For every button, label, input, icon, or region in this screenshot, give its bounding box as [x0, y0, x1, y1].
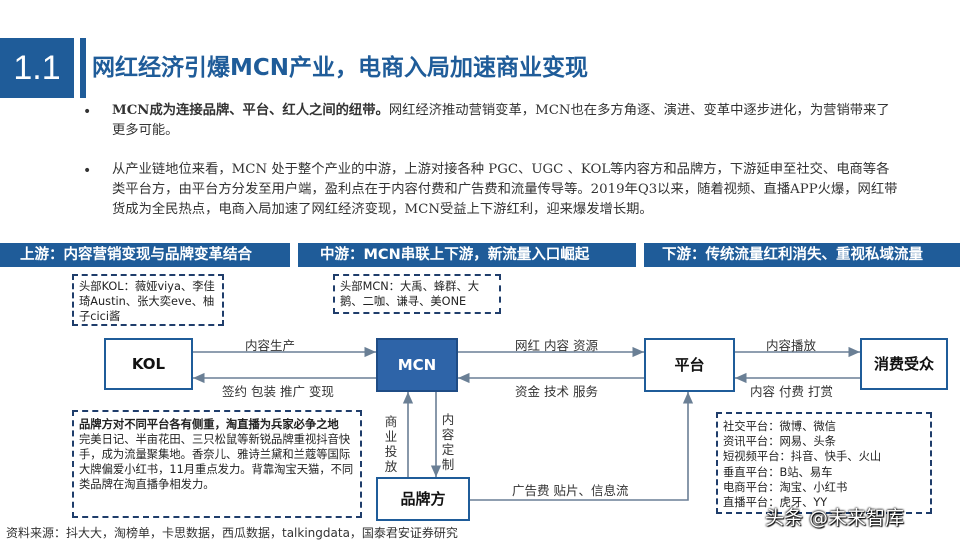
- edge-label-mcn-to-brand: 内容定制: [441, 412, 455, 472]
- bullet-paragraph-2: 从产业链地位来看，MCN 处于整个产业的中游，上游对接各种 PGC、UGC 、K…: [112, 162, 898, 217]
- bullet-marker: •: [83, 104, 92, 120]
- platform-list-item: 垂直平台：B站、易车: [723, 465, 833, 479]
- edge-label-mcn-to-kol: 签约 包装 推广 变现: [222, 384, 334, 399]
- platform-list-item: 直播平台：虎牙、YY: [723, 496, 828, 510]
- node-platform: 平台: [644, 338, 735, 392]
- edge-label-brand-to-platform: 广告费 贴片、信息流: [512, 483, 629, 498]
- platform-list-item: 电商平台：淘宝、小红书: [723, 480, 848, 494]
- node-kol: KOL: [104, 338, 193, 390]
- page-title: 网红经济引爆MCN产业，电商入局加速商业变现: [92, 55, 589, 81]
- brand-note-box: 品牌方对不同平台各有侧重，淘直播为兵家必争之地 完美日记、半亩花田、三只松鼠等新…: [72, 410, 362, 518]
- kol-heads-box: 头部KOL：薇娅viya、李佳琦Austin、张大奕eve、柚子cici酱: [72, 274, 224, 326]
- brand-note-title: 品牌方对不同平台各有侧重，淘直播为兵家必争之地: [79, 418, 339, 431]
- edge-label-kol-to-mcn: 内容生产: [245, 338, 296, 353]
- bullet-marker: •: [83, 163, 92, 179]
- section-number: 1.1: [0, 38, 74, 98]
- edge-label-mcn-to-platform: 网红 内容 资源: [515, 338, 598, 353]
- platform-list-box: 社交平台：微博、微信 资讯平台：网易、头条 短视频平台：抖音、快手、火山 垂直平…: [716, 412, 932, 514]
- platform-list-item: 资讯平台：网易、头条: [723, 435, 836, 449]
- bullet-1-text: 网红经济推动营销变革，MCN也在多方角逐、演进、变革中逐步进化，为营销带来了更多…: [112, 103, 890, 138]
- node-consumer: 消费受众: [860, 338, 948, 390]
- node-mcn: MCN: [376, 338, 458, 392]
- downstream-band: 下游：传统流量红利消失、重视私域流量: [644, 243, 960, 267]
- upstream-band-label: 上游：内容营销变现与品牌变革结合: [20, 247, 252, 263]
- midstream-band-label: 中游：MCN串联上下游，新流量入口崛起: [320, 247, 590, 263]
- platform-list-item: 短视频平台：抖音、快手、火山: [723, 450, 882, 464]
- watermark: 头条 @未来智库: [765, 507, 905, 529]
- title-accent-bar: [80, 38, 86, 98]
- arrow-brand-to-platform: [470, 392, 694, 501]
- edge-label-brand-to-mcn: 商业投放: [384, 414, 398, 474]
- brand-note-body: 完美日记、半亩花田、三只松鼠等新锐品牌重视抖音快手，成为流量聚集地。香奈儿、雅诗…: [79, 433, 354, 491]
- midstream-band: 中游：MCN串联上下游，新流量入口崛起: [298, 243, 636, 267]
- bullet-paragraph-1: MCN成为连接品牌、平台、红人之间的纽带。网红经济推动营销变革，MCN也在多方角…: [112, 101, 902, 141]
- platform-list-item: 社交平台：微博、微信: [723, 420, 836, 433]
- node-brand: 品牌方: [376, 477, 470, 521]
- upstream-band: 上游：内容营销变现与品牌变革结合: [0, 243, 290, 267]
- edge-label-platform-to-consumer: 内容播放: [766, 338, 817, 353]
- bullet-1-bold: MCN成为连接品牌、平台、红人之间的纽带。: [112, 103, 389, 118]
- source-note: 资料来源：抖大大，淘榜单，卡思数据，西瓜数据，talkingdata，国泰君安证…: [6, 526, 458, 540]
- edge-label-consumer-to-platform: 内容 付费 打赏: [750, 384, 833, 399]
- edge-label-platform-to-mcn: 资金 技术 服务: [515, 384, 598, 399]
- downstream-band-label: 下游：传统流量红利消失、重视私域流量: [662, 247, 923, 263]
- mcn-heads-box: 头部MCN：大禹、蜂群、大鹅、二咖、谦寻、美ONE: [333, 274, 501, 314]
